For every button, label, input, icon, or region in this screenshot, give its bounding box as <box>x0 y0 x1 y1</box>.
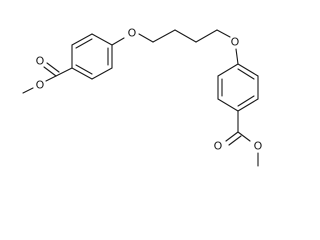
ring-right-bond-1 <box>237 63 259 77</box>
atom-o-ester-carbonyl-right: O <box>214 140 223 153</box>
ring-right-bond-6 <box>217 63 239 77</box>
bond-ch2-4-o <box>216 29 231 38</box>
ring-left-bond-2 <box>71 33 93 46</box>
bond-methyl-o-left <box>22 87 34 94</box>
ring-left-bond-5 <box>91 67 113 80</box>
atom-labels: O O O O O O <box>34 27 264 153</box>
bonds <box>22 29 259 167</box>
ring-left-inner-3 <box>75 64 93 75</box>
bond-o-ring-right <box>235 48 239 65</box>
atom-o-ether-right: O <box>231 36 240 49</box>
ring-right-inner-1 <box>237 68 255 80</box>
bond-carbonyl-double-left-b <box>46 62 60 73</box>
bond-o-ch2-1 <box>138 33 154 43</box>
atom-o-ester-methoxy-left: O <box>36 79 45 92</box>
atom-o-ester-carbonyl-left: O <box>36 55 45 68</box>
bond-ch2-1-ch2-2 <box>152 29 176 43</box>
ring-left-inner-1 <box>75 38 93 49</box>
bond-ch2-2-ch2-3 <box>174 29 197 43</box>
bond-carbonyl-ring-left <box>55 67 73 77</box>
bond-carbonyl-o-right <box>237 131 251 142</box>
ring-right-bond-3 <box>237 98 259 112</box>
bond-o-carbonyl-left <box>45 75 57 82</box>
bond-carbonyl-double-left-a <box>43 66 57 77</box>
ring-left-bond-3 <box>91 33 113 46</box>
structure-diagram: O O O O O O <box>22 27 264 167</box>
bond-carbonyl-double-right-a <box>225 131 239 142</box>
ring-right-inner-2 <box>237 95 255 107</box>
bond-ring-o-left <box>111 37 125 46</box>
diagram-canvas: O O O O O O <box>22 26 264 167</box>
ring-right-bond-4 <box>217 98 239 112</box>
atom-o-ester-methoxy-right: O <box>254 140 263 153</box>
atom-o-ether-left: O <box>128 27 137 40</box>
bond-ch2-3-ch2-4 <box>195 29 218 43</box>
bond-carbonyl-double-right-b <box>228 135 242 146</box>
ring-left-bond-6 <box>71 67 93 80</box>
